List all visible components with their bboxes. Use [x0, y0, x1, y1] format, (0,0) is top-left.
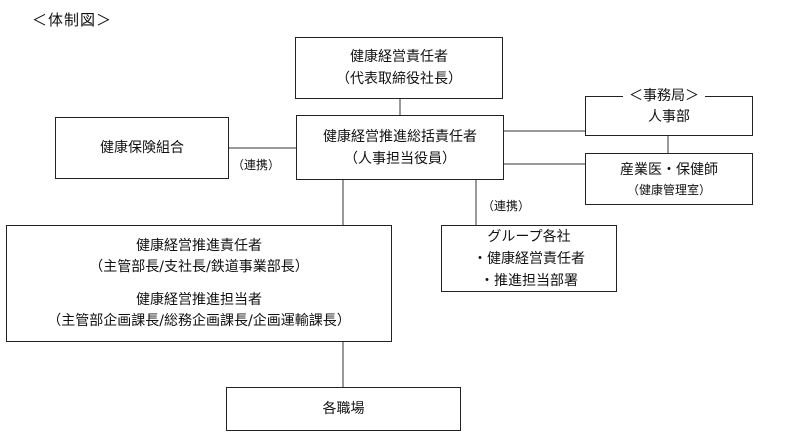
diagram-title: ＜体制図＞: [32, 11, 113, 29]
promotion-box: 健康経営推進総括責任者 （人事担当役員）: [296, 115, 504, 180]
link-label-group: （連携）: [482, 197, 531, 214]
promotion-role: （人事担当役員）: [344, 150, 456, 167]
secretariat-heading: ＜事務局＞: [623, 86, 705, 106]
group-officer: ・健康経営責任者: [473, 250, 585, 267]
doctor-dept: （健康管理室）: [626, 183, 711, 197]
manager-title: 健康経営推進責任者: [136, 237, 262, 254]
workplace-title: 各職場: [322, 401, 365, 417]
group-department: ・推進担当部署: [480, 272, 578, 289]
workplace-box: 各職場: [226, 387, 461, 431]
staff-roles: （主管部企画課長/総務企画課長/企画運輸課長）: [47, 312, 351, 329]
officer-title: 健康経営責任者: [350, 49, 448, 65]
manager-roles: （主管部長/支社長/鉄道事業部長）: [89, 258, 309, 275]
insurance-title: 健康保険組合: [100, 140, 184, 156]
link-label-left: （連携）: [232, 156, 281, 173]
officer-role: （代表取締役社長）: [336, 71, 462, 87]
manager-box: 健康経営推進責任者 （主管部長/支社長/鉄道事業部長） 健康経営推進担当者 （主…: [6, 225, 392, 342]
staff-title: 健康経営推進担当者: [136, 291, 262, 308]
officer-box: 健康経営責任者 （代表取締役社長）: [295, 37, 503, 99]
group-box: グループ各社 ・健康経営責任者 ・推進担当部署: [441, 225, 617, 292]
secretariat-box: 人事部: [585, 96, 753, 136]
secretariat-dept: 人事部: [648, 108, 690, 125]
doctor-box: 産業医・保健師 （健康管理室）: [585, 153, 753, 205]
group-title: グループ各社: [487, 228, 571, 245]
doctor-title: 産業医・保健師: [620, 162, 718, 178]
insurance-box: 健康保険組合: [55, 117, 229, 179]
promotion-title: 健康経営推進総括責任者: [323, 128, 477, 145]
